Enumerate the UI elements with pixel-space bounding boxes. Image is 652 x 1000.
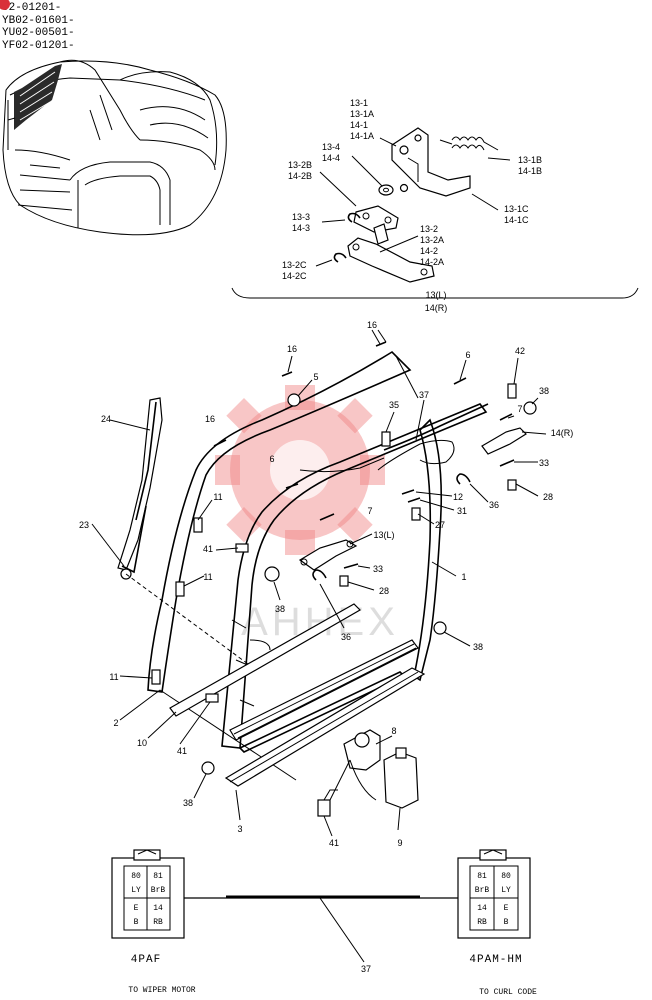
callout-36: 36 [489,500,499,510]
pin-label: LY [501,886,511,895]
callout-7: 7 [367,506,372,516]
label-14-2: 14-2 [420,246,438,256]
callout-10: 10 [137,738,147,748]
pin-label: 14 [153,904,163,913]
label-13-2b: 13-2B [288,160,312,170]
label-assy-13l: 13(L) [425,290,446,300]
callout-3: 3 [237,824,242,834]
wiper-link-detail [231,127,639,299]
pin-label: BrB [475,886,490,895]
pin-label: 80 [501,872,511,881]
callout-14r: 14(R) [551,428,574,438]
label-14-1a: 14-1A [350,131,374,141]
callout-41: 41 [203,544,213,554]
part-callouts: 16 16 5 6 42 38 37 35 7 16 24 14(R) 6 33… [79,320,573,848]
watermark-text: AHHEX [241,600,399,644]
label-14-4: 14-4 [322,153,340,163]
callout-28: 28 [379,586,389,596]
pin-label: 81 [477,872,487,881]
callout-35: 35 [389,400,399,410]
pin-label: LY [131,886,141,895]
callout-2: 2 [113,718,118,728]
label-14-2a: 14-2A [420,257,444,267]
connector-left: 80 81 LY BrB E 14 B RB 4PAF TO WIPER MOT… [128,872,195,995]
callout-16: 16 [205,414,215,424]
callout-36: 36 [341,632,351,642]
label-14-3: 14-3 [292,223,310,233]
label-14-2b: 14-2B [288,171,312,181]
callout-24: 24 [101,414,111,424]
label-13-2c: 13-2C [282,260,307,270]
connector-caption: TO CURL CODE [479,988,537,997]
serial-number: YB02-01601- [2,14,75,27]
callout-38: 38 [183,798,193,808]
serial-number: YF02-01201- [2,39,75,52]
callout-11: 11 [109,672,118,682]
callout-16: 16 [367,320,377,330]
label-13-2a: 13-2A [420,235,444,245]
callout-23: 23 [79,520,89,530]
callout-5: 5 [313,372,318,382]
front-window-assembly [91,329,547,837]
serial-number: 02-01201- [2,2,62,14]
label-14-2c: 14-2C [282,271,307,281]
pin-label: RB [477,918,487,927]
callout-12: 12 [453,492,463,502]
connector-right: 81 80 BrB LY 14 E RB B 4PAM-HM TO CURL C… [469,872,537,997]
pin-label: RB [153,918,163,927]
callout-9: 9 [397,838,402,848]
callout-41: 41 [177,746,187,756]
serial-number: YU02-00501- [2,27,75,39]
callout-11: 11 [203,572,212,582]
callout-42: 42 [515,346,525,356]
label-13-2: 13-2 [420,224,438,234]
callout-28: 28 [543,492,553,502]
connector-code: 4PAM-HM [469,954,522,966]
pin-label: B [504,918,509,927]
label-13-1c: 13-1C [504,204,529,214]
connector-code: 4PAF [131,954,161,966]
pin-label: 81 [153,872,163,881]
label-13-1: 13-1 [350,98,368,108]
callout-16: 16 [287,344,297,354]
serial-number-list: 02-01201- YB02-01601- YU02-00501- YF02-0… [2,2,75,52]
label-14-1: 14-1 [350,120,368,130]
cab-thumbnail [2,59,227,236]
label-13-1b: 13-1B [518,155,542,165]
callout-38: 38 [473,642,483,652]
callout-33: 33 [539,458,549,468]
label-assy-14r: 14(R) [425,303,448,313]
callout-31: 31 [457,506,467,516]
callout-11: 11 [213,492,222,502]
pin-label: 80 [131,872,141,881]
callout-37: 37 [361,964,371,974]
pin-label: E [134,904,139,913]
callout-41: 41 [329,838,339,848]
callout-33: 33 [373,564,383,574]
wire-harness [111,849,531,963]
label-13-1a: 13-1A [350,109,374,119]
pin-label: 14 [477,904,487,913]
label-14-1c: 14-1C [504,215,529,225]
callout-6: 6 [269,454,274,464]
detail-labels: 13-1 13-1A 14-1 14-1A 13-4 14-4 13-2B 14… [282,98,542,313]
callout-6: 6 [465,350,470,360]
page-marker-icon [0,0,10,10]
callout-27: 27 [435,520,445,530]
callout-7: 7 [517,404,522,414]
callout-38: 38 [539,386,549,396]
label-13-3: 13-3 [292,212,310,222]
callout-38: 38 [275,604,285,614]
callout-8: 8 [391,726,396,736]
callout-37: 37 [419,390,429,400]
callout-1: 1 [461,572,466,582]
callout-13l: 13(L) [373,530,394,540]
pin-label: E [504,904,509,913]
label-13-4: 13-4 [322,142,340,152]
pin-label: B [134,918,139,927]
label-14-1b: 14-1B [518,166,542,176]
pin-label: BrB [151,886,166,895]
connector-caption: TO WIPER MOTOR [128,986,195,995]
